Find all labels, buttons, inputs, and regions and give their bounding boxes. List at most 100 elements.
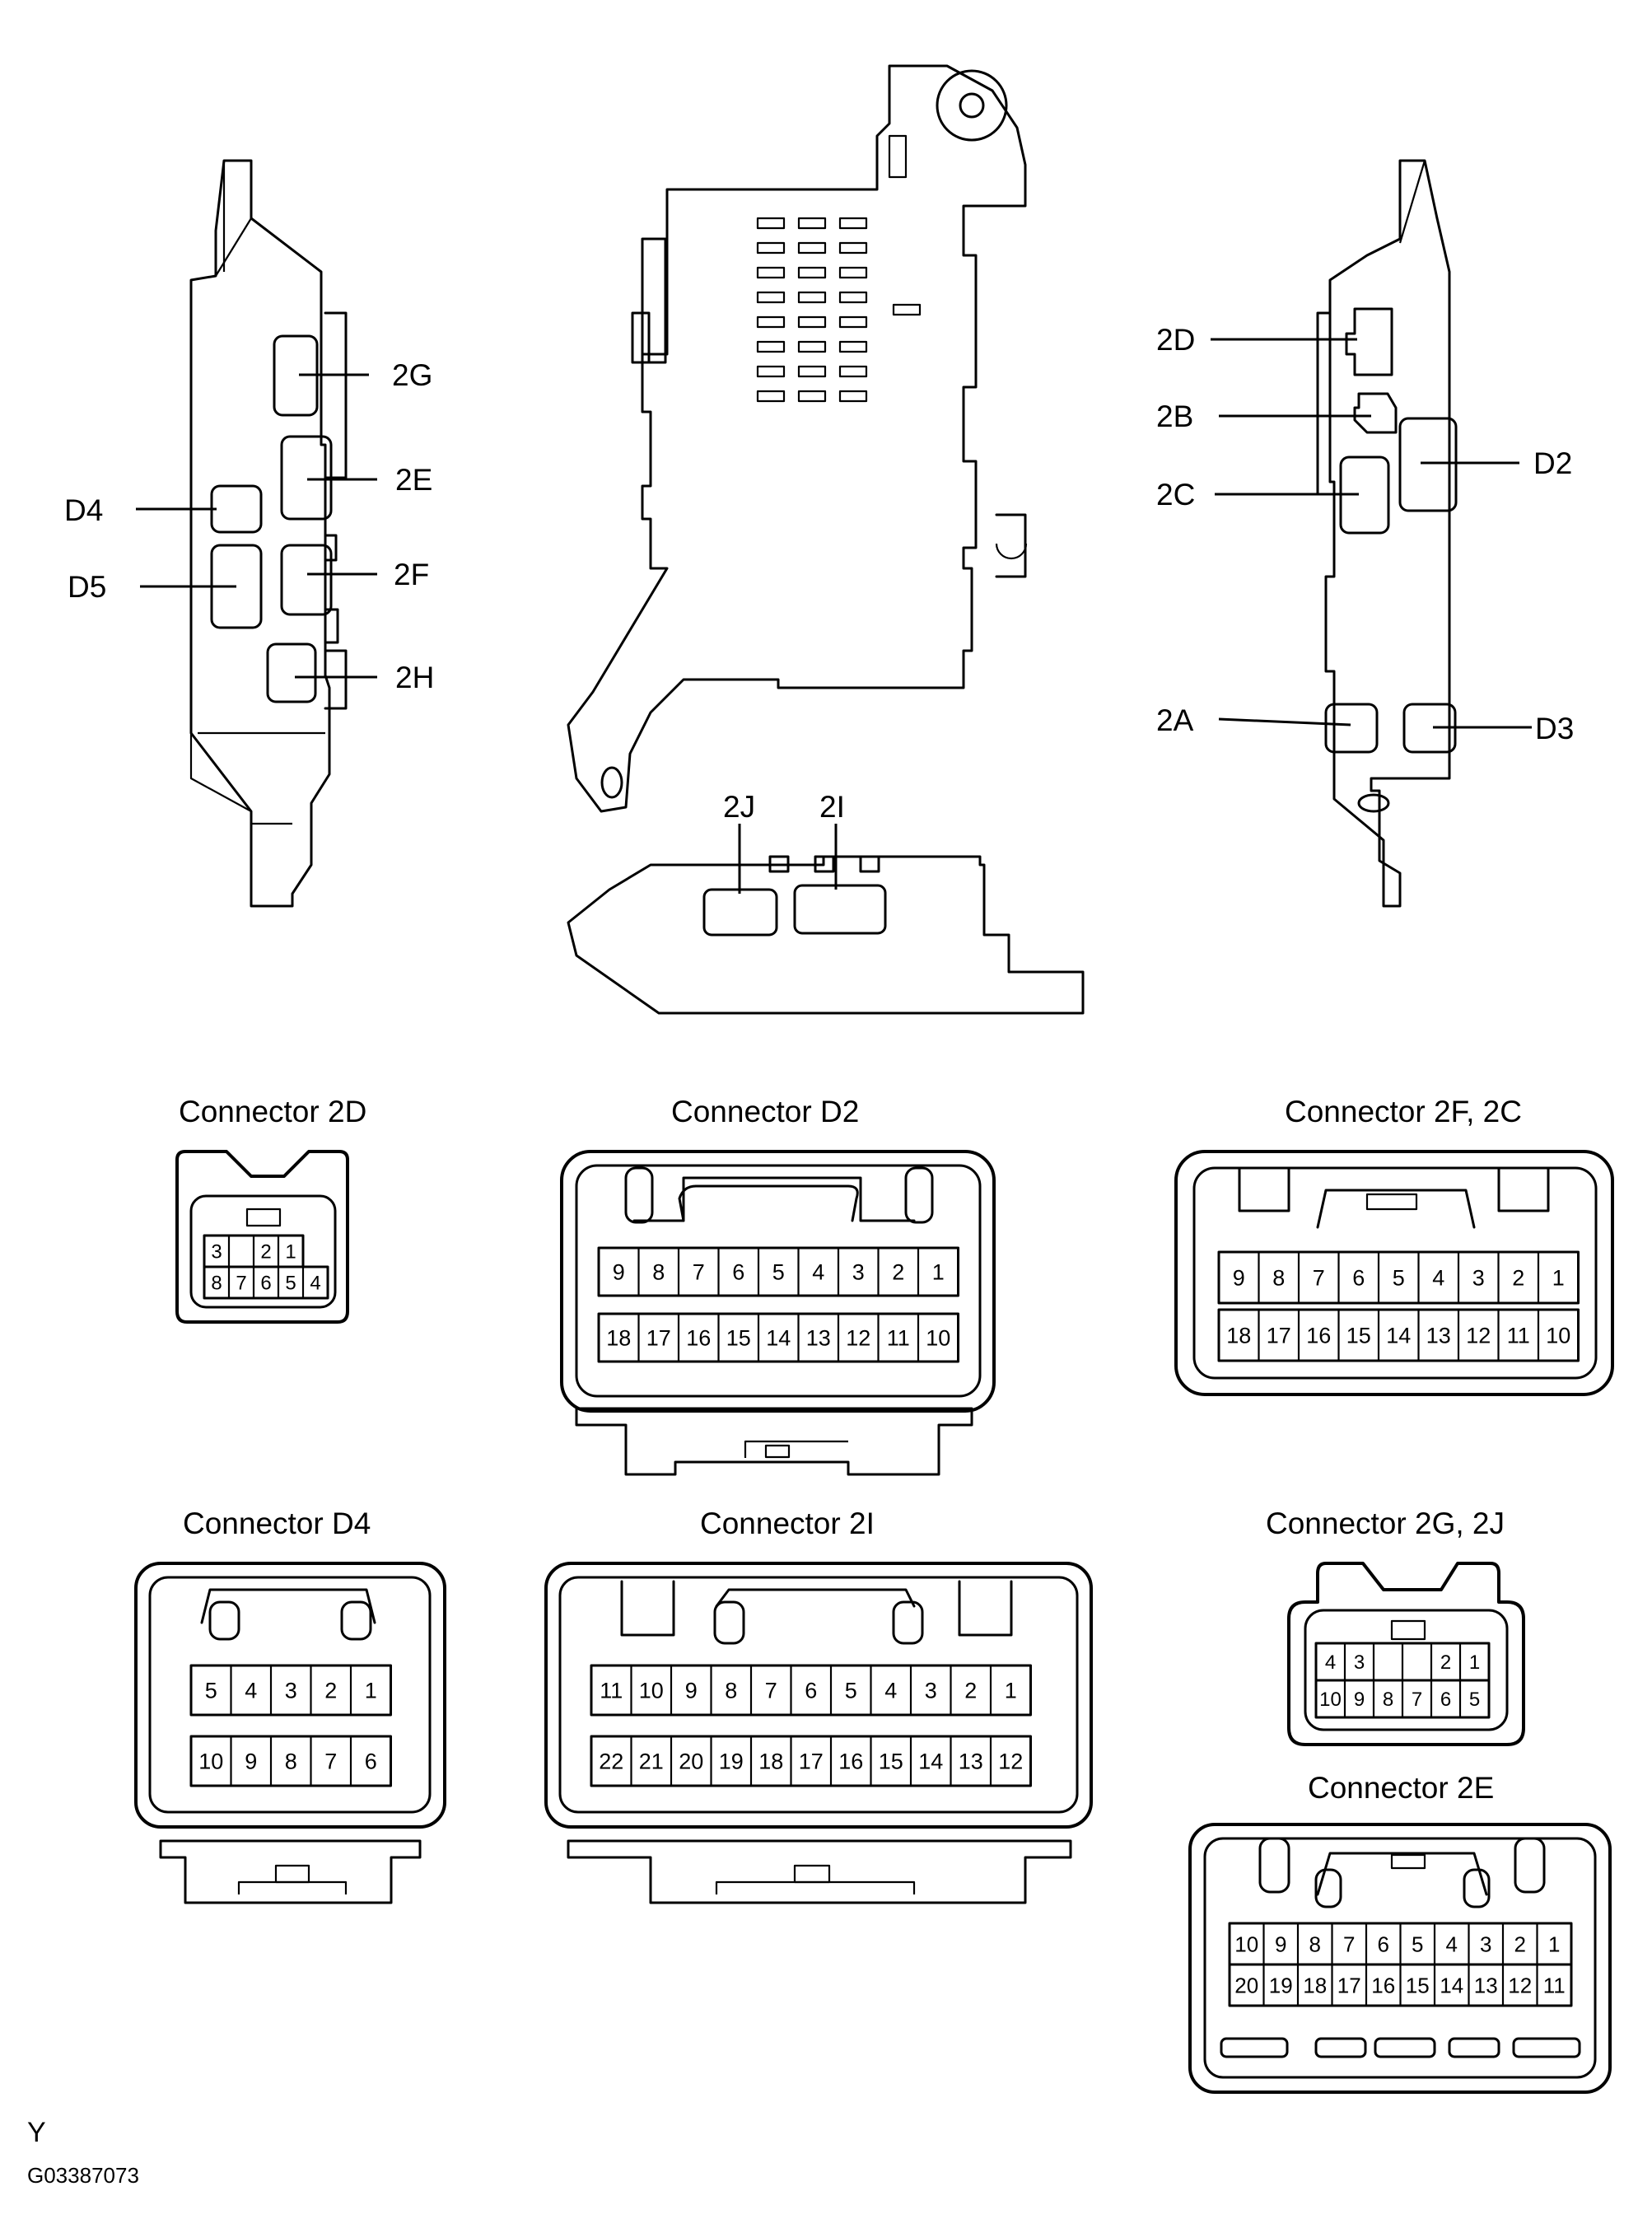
fuse-slot	[838, 241, 868, 255]
label-d3: D3	[1535, 712, 1574, 745]
pin-row-bottom	[597, 1312, 959, 1363]
pin-number: 15	[1406, 1973, 1430, 1997]
connector-2g-2j-title: Connector 2G, 2J	[1266, 1507, 1505, 1540]
pin-number: 20	[1234, 1973, 1258, 1997]
pin-number: 3	[852, 1260, 865, 1285]
label-2j: 2J	[723, 790, 755, 824]
pin-number: 20	[679, 1750, 703, 1774]
pin-number: 9	[1275, 1932, 1286, 1956]
pin-number: 10	[926, 1326, 950, 1351]
pin-number: 2	[964, 1679, 977, 1703]
pin-number: 12	[998, 1750, 1023, 1774]
pin-row-top	[1217, 1250, 1580, 1305]
pin-number: 2	[892, 1260, 904, 1285]
pin-number: 17	[1267, 1324, 1291, 1348]
pin-number: 2	[260, 1241, 271, 1264]
label-d4: D4	[64, 493, 103, 527]
connector-2i-title: Connector 2I	[700, 1507, 875, 1540]
label-2b: 2B	[1156, 399, 1193, 433]
fuse-slot	[756, 365, 786, 378]
fuse-slot	[797, 315, 827, 329]
view-letter: Y	[27, 2117, 46, 2148]
pin-number: 18	[1303, 1973, 1327, 1997]
pin-number: 11	[887, 1326, 910, 1351]
pin-number: 6	[1352, 1266, 1365, 1291]
pin-number: 7	[324, 1750, 337, 1774]
pin-number: 3	[925, 1679, 937, 1703]
pin-number: 16	[686, 1326, 711, 1351]
connector-2d-title: Connector 2D	[179, 1095, 366, 1128]
pin-number: 5	[1412, 1932, 1423, 1956]
pin-number: 8	[1272, 1266, 1285, 1291]
pin-number: 2	[1512, 1266, 1524, 1291]
pin-number: 10	[639, 1679, 664, 1703]
pin-number: 10	[198, 1750, 223, 1774]
junction-block-left-view: 2G 2E D4 2F D5 2H	[64, 159, 434, 908]
pin-number: 19	[1269, 1973, 1293, 1997]
fuse-slot	[838, 340, 868, 353]
fuse-slots	[756, 217, 868, 403]
pin-number: 4	[812, 1260, 824, 1285]
pin-number: 10	[1546, 1324, 1570, 1348]
fuse-slot	[756, 390, 786, 403]
pin-number: 7	[1313, 1266, 1325, 1291]
pin-number: 11	[1507, 1324, 1530, 1348]
pin-number: 15	[1346, 1324, 1371, 1348]
pin-number: 6	[732, 1260, 744, 1285]
pin-number: 13	[959, 1750, 983, 1774]
pin-number: 8	[285, 1750, 297, 1774]
pin-number: 15	[726, 1326, 751, 1351]
pin-number: 8	[211, 1273, 222, 1295]
fuse-slot	[797, 390, 827, 403]
pin-number: 10	[1319, 1689, 1342, 1711]
pin-number: 15	[879, 1750, 903, 1774]
pin-number: 18	[606, 1326, 631, 1351]
pin-row-top	[189, 1664, 392, 1717]
pin-number: 14	[1386, 1324, 1411, 1348]
pin-number: 18	[1226, 1324, 1251, 1348]
pin-number: 2	[1440, 1651, 1451, 1674]
pin-number: 16	[1371, 1973, 1395, 1997]
label-2a: 2A	[1156, 703, 1194, 737]
fuse-slot	[756, 291, 786, 304]
label-d5: D5	[68, 570, 106, 604]
pin-number: 1	[932, 1260, 945, 1285]
pin-number: 11	[1543, 1973, 1566, 1997]
fuse-slot	[838, 291, 868, 304]
fuse-slot	[797, 340, 827, 353]
pin-row-bottom	[203, 1265, 329, 1300]
connector-2f-2c-title: Connector 2F, 2C	[1285, 1095, 1522, 1128]
connector-d2-title: Connector D2	[671, 1095, 859, 1128]
fuse-slot	[756, 315, 786, 329]
pin-number: 21	[639, 1750, 664, 1774]
fuse-slot	[797, 217, 827, 230]
pin-number: 6	[260, 1273, 271, 1295]
pin-number: 3	[1472, 1266, 1485, 1291]
pin-number: 13	[1474, 1973, 1498, 1997]
pin-number: 4	[1325, 1651, 1336, 1674]
pin-number: 9	[685, 1679, 698, 1703]
figure-code: G03387073	[27, 2163, 139, 2188]
fuse-slot	[797, 266, 827, 279]
fuse-slot	[756, 266, 786, 279]
fuse-slot	[797, 365, 827, 378]
fuse-slot	[838, 266, 868, 279]
pin-number: 1	[365, 1679, 377, 1703]
pin-number: 6	[805, 1679, 817, 1703]
pin-number: 5	[772, 1260, 785, 1285]
pin-number: 6	[1440, 1689, 1451, 1711]
label-2h: 2H	[395, 661, 434, 694]
pin-number: 2	[324, 1679, 337, 1703]
pin-number: 17	[1337, 1973, 1361, 1997]
pin-row-top	[590, 1664, 1032, 1717]
